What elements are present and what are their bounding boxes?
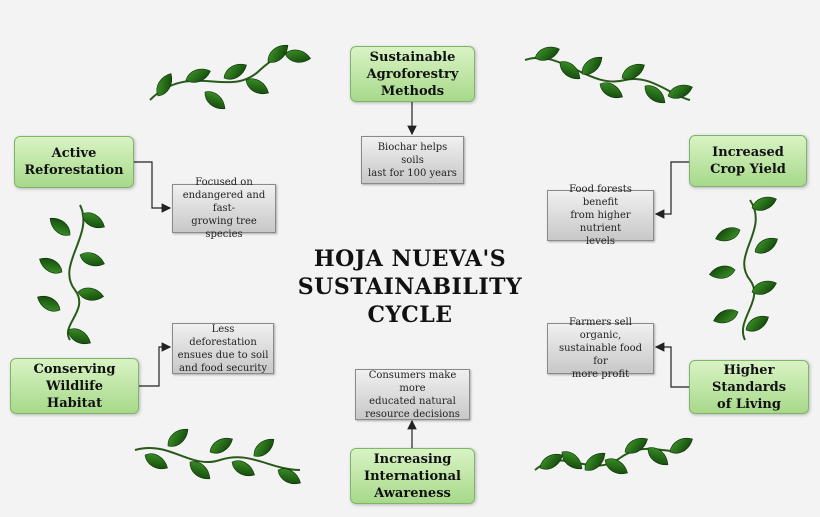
arrow-living-farmers <box>654 342 689 388</box>
node-living-standards: Higher Standards of Living <box>689 360 809 414</box>
arrow-cropyield-foodforests <box>654 161 689 219</box>
vine-left-stem <box>67 204 85 341</box>
note-food-forests: Food forests benefit from higher nutrien… <box>547 184 654 247</box>
note-farmers: Farmers sell organic, sustainable food f… <box>547 317 654 380</box>
arrow-reforestation-species <box>134 161 172 213</box>
node-crop-yield: Increased Crop Yield <box>689 135 807 187</box>
note-species: Focused on endangered and fast- growing … <box>172 177 276 240</box>
note-biochar: Biochar helps soils last for 100 years <box>361 136 464 184</box>
node-awareness: Increasing International Awareness <box>350 448 475 504</box>
arrow-wildlife-deforestation <box>139 342 172 387</box>
vine-top-right-stem <box>524 57 691 101</box>
node-wildlife: Conserving Wildlife Habitat <box>10 358 139 414</box>
node-agroforestry: Sustainable Agroforestry Methods <box>350 46 475 102</box>
note-consumers: Consumers make more educated natural res… <box>355 369 470 420</box>
node-reforestation: Active Reforestation <box>14 136 134 188</box>
note-deforestation: Less deforestation ensues due to soil an… <box>172 323 274 374</box>
vine-bottom-left-stem <box>134 447 301 471</box>
diagram-title: HOJA NUEVA'S SUSTAINABILITY CYCLE <box>297 246 523 328</box>
vine-right-stem <box>742 199 757 341</box>
